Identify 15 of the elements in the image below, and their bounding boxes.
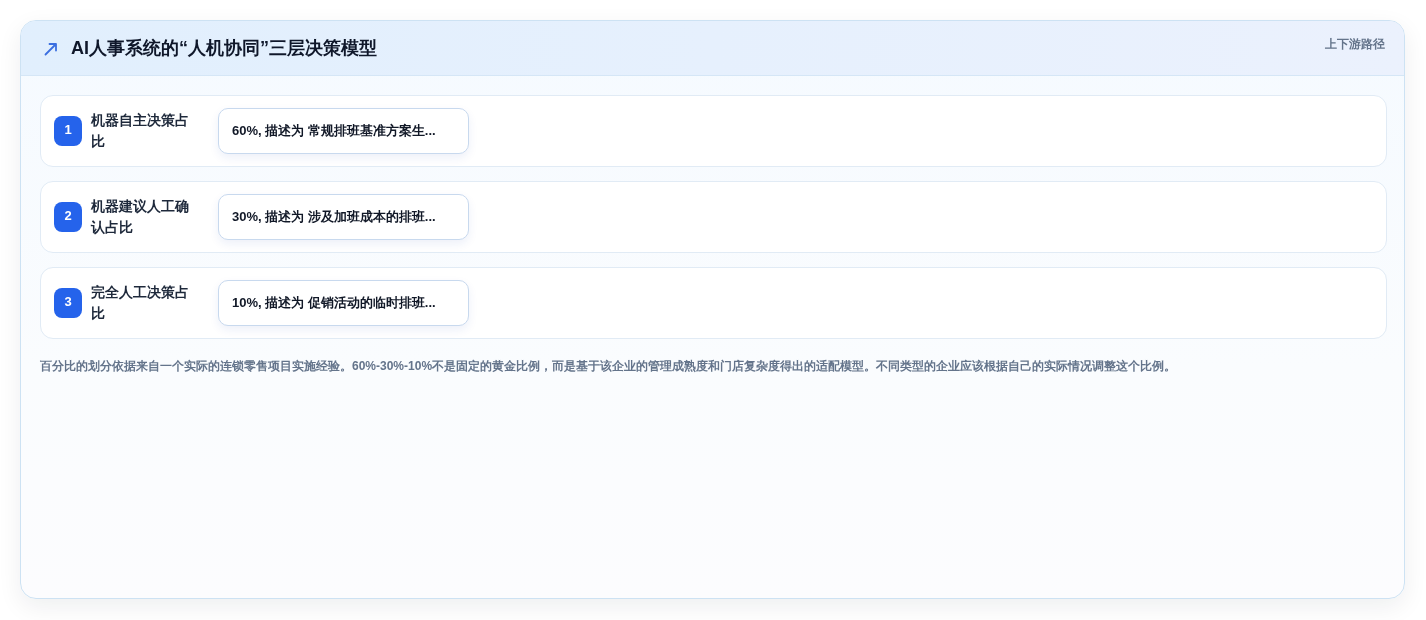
- row-label: 机器自主决策占比: [91, 111, 190, 151]
- number-badge: 2: [54, 202, 82, 232]
- number-badge: 1: [54, 116, 82, 146]
- header-note: 上下游路径: [1325, 36, 1385, 52]
- value-box: 10%, 描述为 促销活动的临时排班...: [218, 280, 469, 326]
- row-label: 完全人工决策占比: [91, 283, 190, 323]
- value-box: 60%, 描述为 常规排班基准方案生...: [218, 108, 469, 154]
- row-label: 机器建议人工确认占比: [91, 197, 190, 237]
- footnote: 百分比的划分依据来自一个实际的连锁零售项目实施经验。60%-30%-10%不是固定的黄金比例，而是基于该企业的管理成熟度和门店复杂度得出的适配模型。不同类型的企业应该根据自己的实际情况调整这个比例。: [40, 358, 1177, 375]
- number-badge: 3: [54, 288, 82, 318]
- row-card: [40, 95, 1387, 167]
- row-card: [40, 181, 1387, 253]
- row-card: [40, 267, 1387, 339]
- title: AI人事系统的“人机协同”三层决策模型: [71, 37, 377, 60]
- value-box: 30%, 描述为 涉及加班成本的排班...: [218, 194, 469, 240]
